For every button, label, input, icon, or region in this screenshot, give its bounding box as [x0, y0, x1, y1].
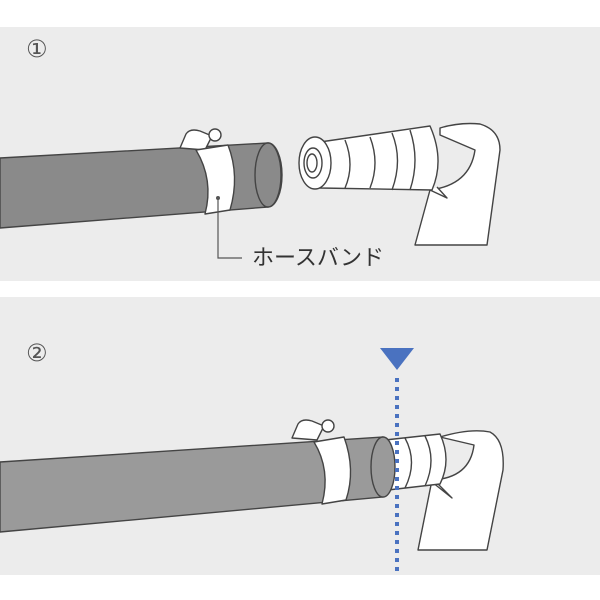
- hose-band-clamp: [291, 419, 352, 505]
- step-1-panel: ① ホースバンド: [0, 27, 600, 281]
- hose-fitting: [298, 122, 501, 246]
- hose-band-label: ホースバンド: [252, 246, 384, 271]
- step-2-panel: ②: [0, 297, 600, 575]
- step-1-number: ①: [26, 35, 48, 63]
- hose-fitting: [384, 430, 504, 551]
- insertion-marker: [380, 348, 414, 572]
- hose-illustration: [0, 436, 396, 533]
- down-triangle-icon: [380, 348, 414, 370]
- label-leader-line: [217, 198, 242, 259]
- step-2-number: ②: [26, 339, 48, 367]
- hose-band-clamp: [179, 128, 236, 215]
